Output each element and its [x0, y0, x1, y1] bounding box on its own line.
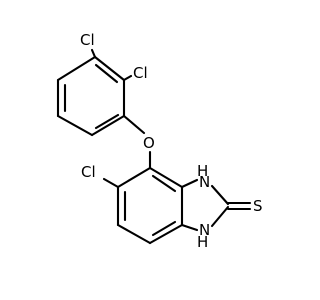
atom-nh-bottom: N H — [197, 221, 210, 251]
bond — [148, 166, 184, 189]
atom-cl-top: Cl — [80, 31, 95, 49]
structure-diagram: Cl Cl O Cl H N N H S — [56, 31, 263, 251]
bond-phenyl-to-oxygen — [122, 114, 146, 135]
atom-nh-top-n: N — [199, 173, 210, 191]
atom-nh-top-h: H — [197, 162, 208, 180]
bond-to-cl-ring — [102, 177, 120, 189]
atom-oxygen: O — [143, 134, 155, 152]
bond — [116, 166, 152, 189]
atom-cl-ring: Cl — [81, 163, 96, 181]
dichlorophenyl-ring — [56, 55, 126, 137]
bond — [148, 223, 184, 245]
bond-double-inner — [151, 174, 177, 193]
bond — [93, 55, 126, 82]
bond-double-inner — [94, 63, 119, 84]
atom-nh-bottom-n: N — [199, 221, 210, 239]
bond — [180, 178, 199, 189]
bond — [210, 205, 230, 228]
imidazole-ring — [180, 178, 230, 232]
bond — [116, 223, 152, 245]
molecule-canvas: Cl Cl O Cl H N N H S — [56, 31, 263, 251]
bond — [180, 223, 199, 232]
atom-cl-ortho: Cl — [133, 64, 148, 82]
bond — [56, 114, 94, 137]
bond-to-cl-top — [90, 48, 97, 59]
atom-nh-bottom-h: H — [197, 233, 208, 251]
benzimidazole-benzene-ring — [116, 166, 184, 245]
bond — [56, 55, 97, 82]
bond — [210, 184, 230, 206]
bond-to-cl-ortho — [122, 74, 133, 82]
atom-sulfur: S — [253, 197, 263, 215]
bond-double-inner — [94, 113, 120, 130]
atom-nh-top: H N — [197, 162, 210, 191]
bond-double-inner — [151, 220, 177, 237]
bond — [90, 114, 126, 137]
